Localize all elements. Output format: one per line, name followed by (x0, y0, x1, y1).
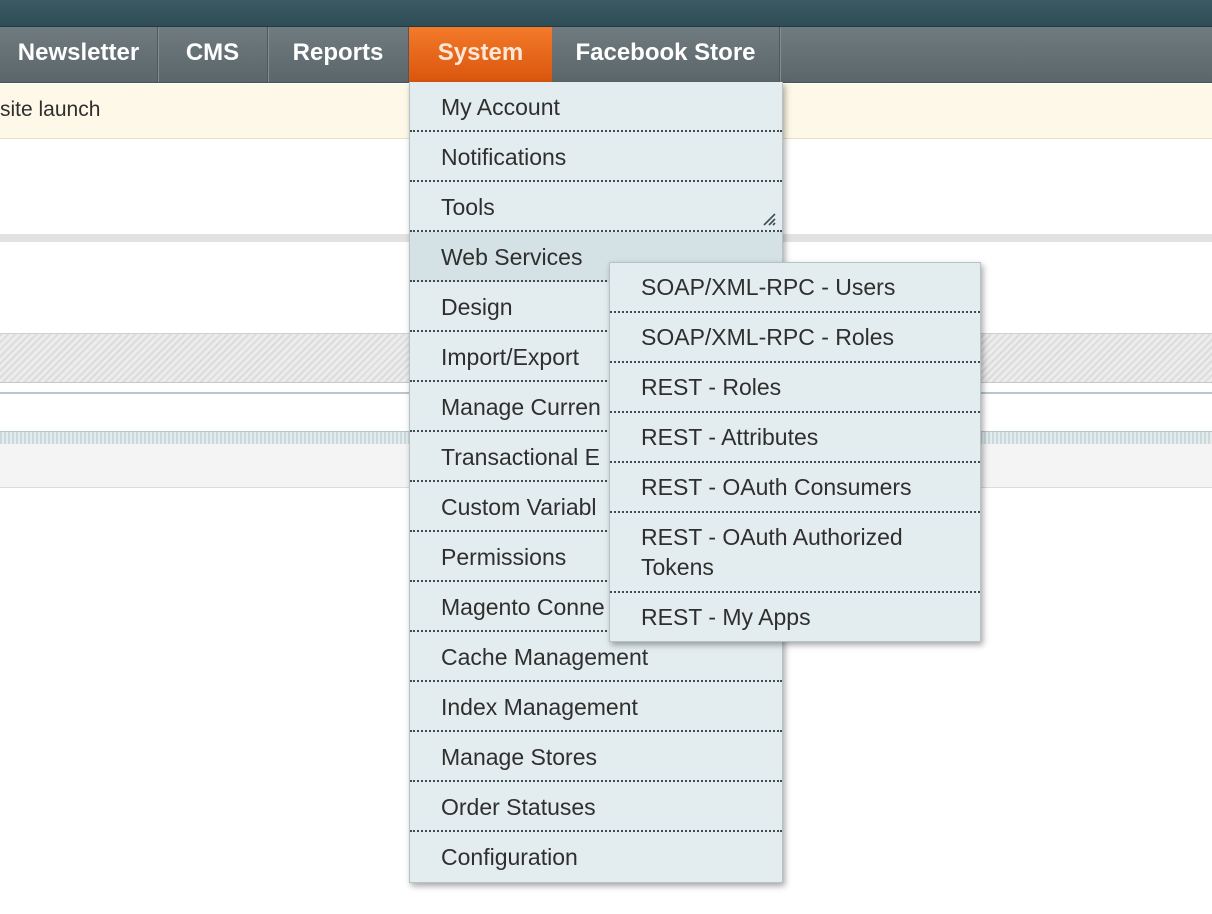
submenu-item-rest-roles[interactable]: REST - Roles (610, 363, 980, 413)
menu-item-label: Index Management (441, 694, 638, 720)
resize-corner-icon (763, 213, 776, 226)
submenu-item-label: REST - Roles (641, 374, 782, 400)
menu-item-label: Design (441, 294, 513, 320)
menu-item-label: My Account (441, 94, 560, 120)
menu-item-label: Cache Management (441, 644, 649, 670)
menu-item-import-export[interactable]: Import/Export (410, 332, 782, 382)
submenu-item-label: REST - OAuth Consumers (641, 474, 912, 500)
menu-item-tools[interactable]: Tools (410, 182, 782, 232)
menu-item-configuration[interactable]: Configuration (410, 832, 782, 882)
submenu-item-rest-oauth-tokens[interactable]: REST - OAuth Authorized Tokens (610, 513, 980, 593)
menu-item-label: Transactional E (441, 444, 600, 470)
submenu-item-label: SOAP/XML-RPC - Users (641, 274, 896, 300)
menu-item-label: Order Statuses (441, 794, 596, 820)
menu-item-my-account[interactable]: My Account (410, 82, 782, 132)
nav-tab-cms[interactable]: CMS (158, 27, 268, 82)
menu-item-label: Tools (441, 194, 495, 220)
menu-item-manage-currency[interactable]: Manage Curren (410, 382, 782, 432)
submenu-item-label: SOAP/XML-RPC - Roles (641, 324, 895, 350)
submenu-item-soap-roles[interactable]: SOAP/XML-RPC - Roles (610, 313, 980, 363)
submenu-item-rest-oauth-consumers[interactable]: REST - OAuth Consumers (610, 463, 980, 513)
nav-tab-system[interactable]: System (409, 27, 552, 82)
menu-item-label: Magento Conne (441, 594, 605, 620)
menu-item-transactional-emails[interactable]: Transactional E (410, 432, 782, 482)
menu-item-label: Configuration (441, 844, 578, 870)
submenu-item-rest-attributes[interactable]: REST - Attributes (610, 413, 980, 463)
admin-header (0, 0, 1212, 27)
menu-item-label: Custom Variabl (441, 494, 597, 520)
submenu-item-label: REST - Attributes (641, 424, 819, 450)
menu-item-design[interactable]: Design (410, 282, 782, 332)
menu-item-index-management[interactable]: Index Management (410, 682, 782, 732)
nav-tab-reports[interactable]: Reports (268, 27, 409, 82)
menu-item-label: Web Services (441, 244, 583, 270)
system-message-text: site launch (0, 98, 101, 121)
submenu-item-label: REST - My Apps (641, 604, 811, 630)
main-navigation: Newsletter CMS Reports System Facebook S… (0, 27, 1212, 83)
menu-item-label: Notifications (441, 144, 567, 170)
menu-item-label: Import/Export (441, 344, 580, 370)
web-services-submenu: SOAP/XML-RPC - Users SOAP/XML-RPC - Role… (609, 262, 981, 642)
menu-item-custom-variables[interactable]: Custom Variabl (410, 482, 782, 532)
menu-item-order-statuses[interactable]: Order Statuses (410, 782, 782, 832)
menu-item-notifications[interactable]: Notifications (410, 132, 782, 182)
menu-item-label: Permissions (441, 544, 567, 570)
menu-item-permissions[interactable]: Permissions (410, 532, 782, 582)
menu-item-manage-stores[interactable]: Manage Stores (410, 732, 782, 782)
submenu-item-rest-my-apps[interactable]: REST - My Apps (610, 593, 980, 641)
nav-tab-newsletter[interactable]: Newsletter (0, 27, 158, 82)
menu-item-label: Manage Stores (441, 744, 597, 770)
submenu-item-soap-users[interactable]: SOAP/XML-RPC - Users (610, 263, 980, 313)
nav-tab-facebook-store[interactable]: Facebook Store (552, 27, 780, 82)
menu-item-label: Manage Curren (441, 394, 601, 420)
submenu-item-label: REST - OAuth Authorized Tokens (641, 524, 903, 580)
menu-item-cache-management[interactable]: Cache Management (410, 632, 782, 682)
menu-item-magento-connect[interactable]: Magento Conne (410, 582, 782, 632)
